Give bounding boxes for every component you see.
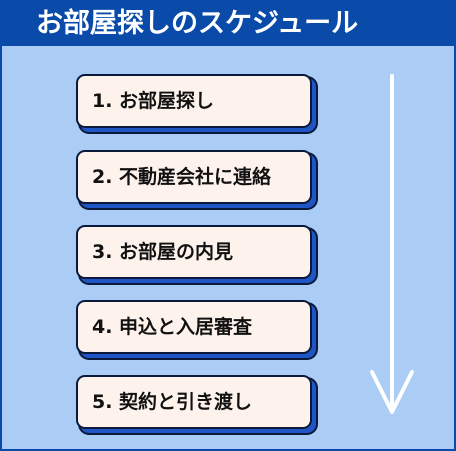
step-card-4: 4. 申込と入居審査 [76, 300, 312, 354]
step-card-5: 5. 契約と引き渡し [76, 375, 312, 429]
step-label: 3. お部屋の内見 [92, 241, 234, 263]
arrow-down-icon [370, 74, 414, 414]
step-card-1: 1. お部屋探し [76, 74, 312, 128]
step-card-2: 2. 不動産会社に連絡 [76, 150, 312, 204]
header-bar: お部屋探しのスケジュール [2, 2, 454, 46]
step-card-3: 3. お部屋の内見 [76, 225, 312, 279]
page-title: お部屋探しのスケジュール [36, 8, 359, 39]
step-label: 1. お部屋探し [92, 90, 215, 112]
step-label: 2. 不動産会社に連絡 [92, 166, 272, 188]
step-label: 5. 契約と引き渡し [92, 391, 253, 413]
step-label: 4. 申込と入居審査 [92, 316, 253, 338]
